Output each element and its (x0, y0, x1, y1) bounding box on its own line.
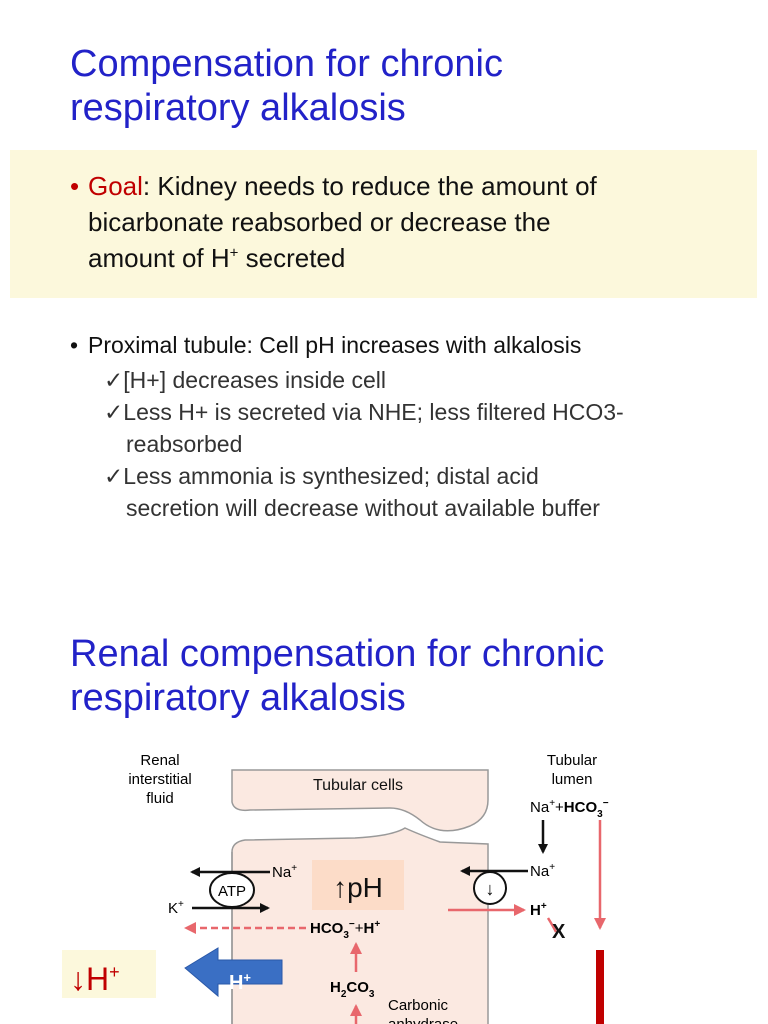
hco3-cell: HCO (310, 920, 344, 937)
h2co3-sub2: 2 (341, 989, 347, 1000)
check-item-3: ✓Less ammonia is synthesized; distal aci… (104, 460, 624, 492)
goal-bullet: • Goal: Kidney needs to reduce the amount… (70, 168, 597, 276)
upper-tubular-cell (231, 769, 489, 832)
k-text: K (168, 900, 178, 917)
check-item-2: ✓Less H+ is secreted via NHE; less filte… (104, 396, 624, 428)
lower-tubular-cell (231, 827, 489, 1024)
lumen-na-hco3: Na++HCO3− (530, 798, 609, 820)
h-decrease-text: ↓H (70, 961, 109, 997)
lumen-hco3-minus: − (603, 798, 609, 809)
lumen-label-2: lumen (552, 771, 593, 788)
h2co3-label: H2CO3 (330, 979, 375, 1000)
block-x-icon: X (552, 921, 566, 943)
h-blue-arrow-text: H (229, 972, 243, 994)
check-item-3-text: Less ammonia is synthesized; distal acid (123, 463, 539, 489)
hco3-cell-minus: − (349, 919, 355, 930)
lumen-hco3-sub: 3 (597, 809, 603, 820)
h-cell: H (364, 920, 375, 937)
slide2-title: Renal compensation for chronic respirato… (70, 632, 604, 720)
h2co3-co: CO (346, 979, 369, 996)
goal-bold-1: reduce the amount of (351, 171, 597, 201)
goal-line3-a: amount of H (88, 243, 230, 273)
renal-label-1: Renal (140, 752, 179, 769)
h-blue-arrow-plus: + (243, 970, 251, 985)
k-plus: + (178, 899, 184, 910)
atp-label: ATP (218, 883, 246, 900)
slide1-title-line1: Compensation for chronic (70, 43, 503, 85)
h-lumen-plus: + (541, 901, 547, 912)
renal-compensation-diagram: Tubular cells Renal interstitial fluid T… (62, 752, 609, 1024)
h2co3-sub3: 3 (369, 989, 375, 1000)
tubular-cells-label: Tubular cells (313, 777, 403, 794)
ph-increase-label: ↑pH (333, 872, 383, 903)
slide1-title: Compensation for chronic respiratory alk… (70, 42, 503, 130)
proximal-text: Proximal tubule: Cell pH increases with … (88, 332, 582, 358)
k-label: K+ (168, 899, 184, 917)
h-decrease-label: ↓H+ (70, 961, 120, 997)
na-cell: Na (272, 864, 292, 881)
goal-line3-b: secreted (238, 243, 346, 273)
nhe-transporter (473, 871, 507, 905)
nhe-down-arrow-icon: ↓ (486, 879, 495, 899)
renal-label-3: fluid (146, 790, 174, 807)
h-cell-plus: + (374, 919, 380, 930)
h2co3-h: H (330, 979, 341, 996)
h-blue-arrow-label: H+ (229, 970, 251, 994)
check-item-2-cont: reabsorbed (126, 431, 243, 457)
goal-bold-2: bicarbonate reabsorbed (88, 207, 363, 237)
slide2-title-line2: respiratory alkalosis (70, 677, 406, 719)
proximal-bullet: • Proximal tubule: Cell pH increases with… (70, 330, 581, 360)
goal-colon-text: : Kidney needs to (142, 171, 352, 201)
lumen-label-1: Tubular (547, 752, 597, 769)
blocked-bar (596, 950, 604, 1024)
goal-bold-3: decrease the (400, 207, 551, 237)
h-decrease-plus: + (109, 962, 120, 982)
na-cell-plus: + (291, 863, 297, 874)
hco3-h-label: HCO3−+H+ (310, 919, 380, 941)
lumen-plus: + (555, 799, 564, 816)
check-item-2-text: Less H+ is secreted via NHE; less filter… (123, 399, 624, 425)
h-lumen-label: H+ (530, 901, 547, 919)
check-item-1-text: [H+] decreases inside cell (123, 367, 386, 393)
goal-label: Goal (88, 171, 143, 201)
lumen-na: Na (530, 799, 550, 816)
lumen-hco: HCO (564, 799, 598, 816)
h-lumen: H (530, 902, 541, 919)
h-to-x-curve (546, 917, 558, 933)
check-item-3-cont: secretion will decrease without availabl… (126, 495, 600, 521)
hco3-cell-sub: 3 (343, 930, 349, 941)
goal-bullet-mark: • (70, 171, 80, 201)
check-icon: ✓ (104, 399, 124, 425)
hco3-plus-sign: + (355, 920, 364, 937)
na-lumen-label: Na+ (530, 862, 555, 880)
ph-highlight-box (312, 860, 404, 910)
carbonic-label-1: Carbonic (388, 997, 449, 1014)
goal-or: or (362, 207, 401, 237)
check-icon: ✓ (104, 463, 124, 489)
renal-label-2: interstitial (128, 771, 191, 788)
check-list: ✓[H+] decreases inside cell ✓Less H+ is … (104, 364, 624, 524)
na-cell-label: Na+ (272, 863, 297, 881)
proximal-bullet-mark: • (70, 332, 79, 358)
goal-line3-sup: + (229, 244, 239, 262)
goal-highlight-box (10, 150, 757, 298)
na-lumen-plus: + (549, 862, 555, 873)
check-item-1: ✓[H+] decreases inside cell (104, 364, 624, 396)
na-lumen: Na (530, 863, 550, 880)
slide1-title-line2: respiratory alkalosis (70, 87, 406, 129)
slide2-title-line1: Renal compensation for chronic (70, 633, 605, 675)
carbonic-label-2: anhydrase (388, 1016, 458, 1024)
h-blue-arrow (184, 947, 283, 998)
check-icon: ✓ (104, 367, 124, 393)
lumen-na-plus: + (549, 798, 555, 809)
h-decrease-box (62, 950, 156, 998)
